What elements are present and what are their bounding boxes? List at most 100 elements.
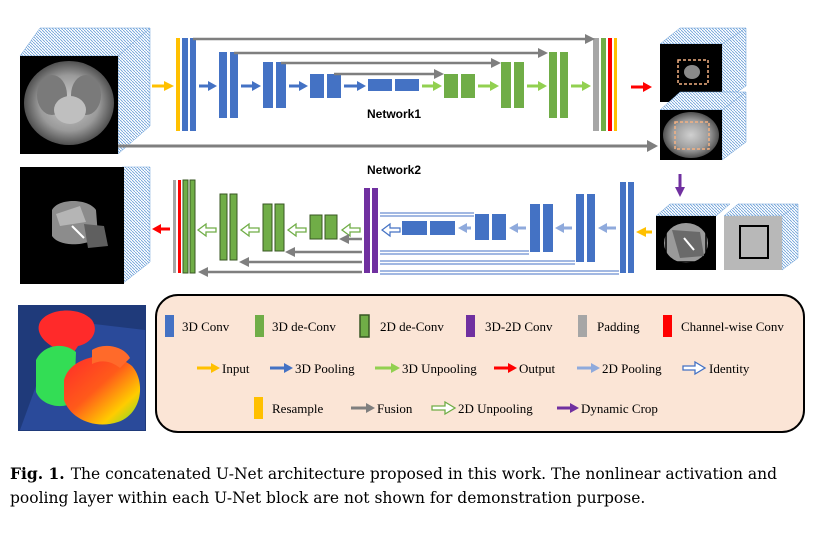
deconv3d-block bbox=[501, 62, 511, 108]
legend-label-fusion: Fusion bbox=[377, 401, 413, 416]
deconv2d-block bbox=[309, 214, 323, 240]
conv3d-block bbox=[430, 221, 455, 235]
legend-swatch-conv3d bbox=[165, 315, 174, 337]
conv3d-block bbox=[402, 221, 427, 235]
conv3d-block bbox=[230, 52, 238, 118]
conv3d-block bbox=[492, 214, 506, 240]
conv3d-block bbox=[368, 79, 392, 91]
legend-arrow-input bbox=[197, 363, 220, 373]
legend-swatch-padding bbox=[578, 315, 587, 337]
network2-pool-arrows bbox=[381, 222, 616, 238]
conv3d-block bbox=[310, 74, 324, 98]
network1-output-image bbox=[659, 27, 747, 103]
caption-label: Fig. 1. bbox=[10, 464, 65, 483]
network2-identity-skips bbox=[380, 212, 619, 275]
legend-arrow-unpool2d bbox=[431, 400, 457, 416]
conv3d-block bbox=[263, 62, 273, 108]
legend-arrow-identity bbox=[682, 360, 707, 376]
legend-swatch-deconv3d bbox=[255, 315, 264, 337]
padding-block bbox=[593, 38, 599, 131]
network1-blocks bbox=[176, 38, 617, 131]
legend-swatch-deconv2d bbox=[359, 314, 370, 338]
legend-arrow-pool2d bbox=[577, 363, 600, 373]
legend-swatch-conv3d2d bbox=[466, 315, 475, 337]
legend-panel: 3D Conv 3D de-Conv 2D de-Conv 3D-2D Conv… bbox=[155, 294, 805, 433]
deconv2d-block bbox=[182, 179, 189, 274]
network2-encoder-blocks bbox=[402, 182, 634, 273]
legend-label-deconv2d: 2D de-Conv bbox=[380, 319, 444, 334]
deconv2d-block bbox=[324, 214, 338, 240]
network1-label: Network1 bbox=[367, 107, 421, 121]
network2-output-arrow bbox=[152, 224, 170, 234]
conv3d-block bbox=[530, 204, 540, 252]
figure-caption: Fig. 1.The concatenated U-Net architectu… bbox=[10, 462, 815, 510]
network2-input-arrow bbox=[636, 227, 652, 237]
conv3d-block bbox=[628, 182, 634, 273]
conv3d-block bbox=[475, 214, 489, 240]
conv3d-block bbox=[327, 74, 341, 98]
legend-arrow-crop bbox=[557, 403, 579, 413]
dynamic-crop-arrow bbox=[675, 174, 685, 197]
legend-label-identity: Identity bbox=[709, 361, 750, 376]
legend-label-input: Input bbox=[222, 361, 250, 376]
legend-label-padding: Padding bbox=[597, 319, 640, 334]
legend-label-channel-conv: Channel-wise Conv bbox=[681, 319, 784, 334]
network1-fusion-arrows bbox=[193, 34, 595, 79]
network2-unpool-arrows bbox=[196, 222, 361, 238]
deconv3d-block bbox=[444, 74, 458, 98]
conv3d-block bbox=[543, 204, 553, 252]
legend-label-conv3d: 3D Conv bbox=[182, 319, 230, 334]
legend-label-resample: Resample bbox=[272, 401, 323, 416]
channel-conv-block bbox=[178, 180, 181, 273]
deconv2d-block bbox=[274, 203, 285, 252]
conv3d-block bbox=[276, 62, 286, 108]
deconv3d-block bbox=[560, 52, 568, 118]
conv3d2d-block bbox=[372, 188, 378, 273]
legend-label-unpool3d: 3D Unpooling bbox=[402, 361, 477, 376]
segmentation-output-image bbox=[20, 166, 151, 285]
legend-arrow-output bbox=[494, 363, 517, 373]
legend-arrow-pool3d bbox=[270, 363, 293, 373]
conv3d-block bbox=[576, 194, 584, 262]
network2-fusion-arrows bbox=[198, 234, 362, 277]
network2-label-image bbox=[655, 203, 731, 270]
deconv2d-block bbox=[229, 193, 238, 261]
legend-label-pool2d: 2D Pooling bbox=[602, 361, 662, 376]
legend-label-deconv3d: 3D de-Conv bbox=[272, 319, 336, 334]
conv3d-block bbox=[182, 38, 188, 131]
legend-label-unpool2d: 2D Unpooling bbox=[458, 401, 533, 416]
deconv2d-block bbox=[219, 193, 228, 261]
conv3d-block bbox=[587, 194, 595, 262]
channel-conv-block bbox=[608, 38, 612, 131]
conv3d-block bbox=[620, 182, 626, 273]
padding-block bbox=[173, 180, 176, 273]
cropped-roi-image bbox=[659, 91, 747, 161]
conv3d-block bbox=[190, 38, 196, 131]
deconv2d-block bbox=[262, 203, 273, 252]
heart-3d-render bbox=[18, 305, 146, 431]
legend-label-output: Output bbox=[519, 361, 556, 376]
network2-input-image bbox=[723, 203, 799, 271]
caption-text: The concatenated U-Net architecture prop… bbox=[10, 465, 778, 507]
conv3d-block bbox=[395, 79, 419, 91]
input-fusion-arrow bbox=[118, 140, 658, 152]
conv3d2d-block bbox=[364, 188, 370, 273]
input-ct-image bbox=[19, 27, 151, 155]
resample-block bbox=[176, 38, 180, 131]
architecture-diagram: Network1 Network2 bbox=[18, 27, 805, 433]
deconv3d-block bbox=[461, 74, 475, 98]
legend-label-conv3d2d: 3D-2D Conv bbox=[485, 319, 553, 334]
legend-arrow-fusion bbox=[351, 403, 375, 413]
deconv3d-block bbox=[601, 38, 606, 131]
legend-swatch-channel-conv bbox=[663, 315, 672, 337]
legend-label-pool3d: 3D Pooling bbox=[295, 361, 355, 376]
resample-block bbox=[614, 38, 617, 131]
legend-label-crop: Dynamic Crop bbox=[581, 401, 658, 416]
deconv2d-block bbox=[189, 179, 196, 274]
deconv3d-block bbox=[514, 62, 524, 108]
deconv3d-block bbox=[549, 52, 557, 118]
legend-arrow-unpool3d bbox=[375, 363, 400, 373]
conv3d-block bbox=[219, 52, 227, 118]
network2-decoder-blocks bbox=[173, 179, 338, 274]
legend-swatch-resample bbox=[254, 397, 263, 419]
